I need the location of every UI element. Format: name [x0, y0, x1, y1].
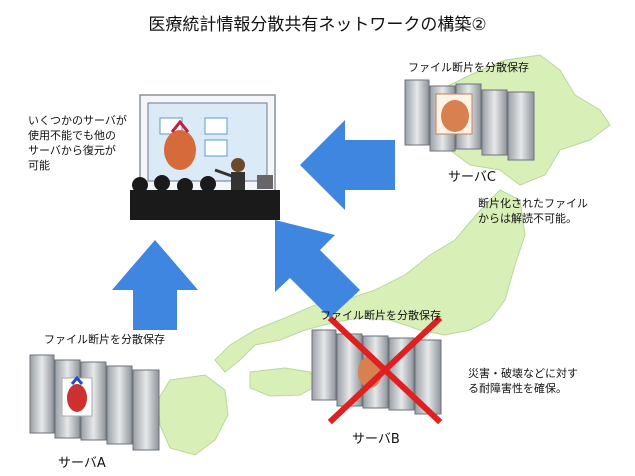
heart-fragment-icon: [67, 384, 87, 412]
server-c-rack: [404, 79, 535, 161]
page-title: 医療統計情報分散共有ネットワークの構築②: [148, 15, 487, 35]
destroyed-cross-icon: [327, 315, 443, 425]
arrow-server-b: [275, 220, 360, 318]
server-b-name: サーバB: [352, 432, 400, 447]
server-b-caption: ファイル断片を分散保存: [320, 309, 441, 322]
server-c-name: サーバC: [448, 170, 496, 185]
arrow-server-a: [112, 240, 198, 330]
presentation-scene: [130, 94, 280, 220]
server-b-rack: [311, 315, 443, 425]
presentation-caption: いくつかのサーバが 使用不能でも他の サーバから復元が 可能: [28, 114, 127, 172]
arrows: [112, 120, 395, 330]
arrow-server-c: [300, 120, 395, 210]
audience-icon: [130, 175, 280, 220]
server-a-name: サーバA: [58, 456, 106, 471]
server-a-rack: [29, 354, 160, 451]
server-a-caption: ファイル断片を分散保存: [44, 333, 165, 346]
heart-fragment-icon: [441, 100, 469, 132]
fragment-caption: 断片化されたファイル からは解読不可能。: [478, 197, 588, 225]
presenter-icon: [231, 158, 245, 172]
disaster-caption: 災害・破壊などに対す る耐障害性を確保。: [468, 367, 578, 395]
heart-icon: [164, 130, 196, 170]
server-c-caption: ファイル断片を分散保存: [408, 61, 529, 74]
